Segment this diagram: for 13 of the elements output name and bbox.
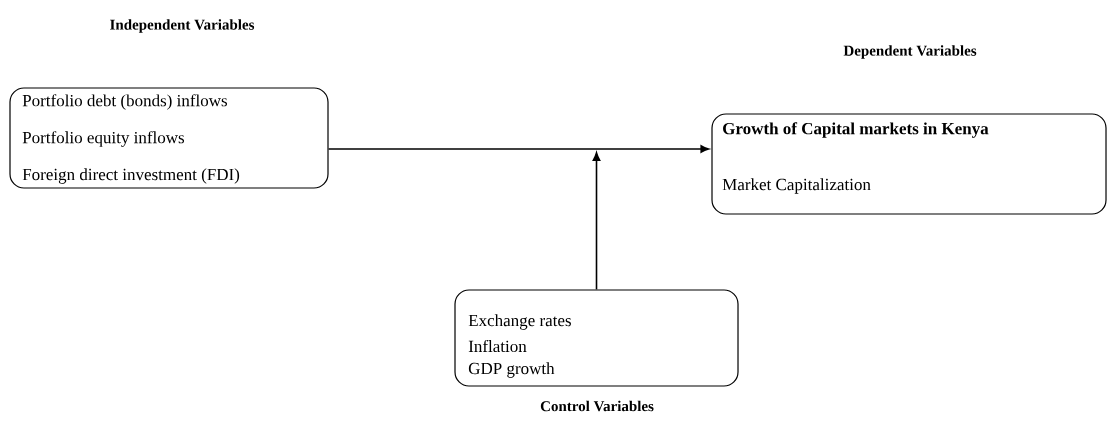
heading: Independent Variables (110, 19, 255, 33)
variable-text: Portfolio debt (bonds) inflows (22, 94, 227, 110)
variable-text: Inflation (468, 339, 527, 353)
variable-text: Market Capitalization (722, 178, 871, 194)
variable-text: GDP growth (468, 362, 555, 378)
variable-text: Portfolio equity inflows (22, 131, 185, 147)
heading: Control Variables (540, 400, 654, 412)
variable-text: Growth of Capital markets in Kenya (723, 122, 989, 138)
arrow (592, 152, 601, 291)
variable-text: Exchange rates (468, 314, 571, 330)
heading: Dependent Variables (843, 45, 977, 59)
variable-text: Foreign direct investment (FDI) (22, 168, 240, 184)
arrow (327, 145, 710, 153)
